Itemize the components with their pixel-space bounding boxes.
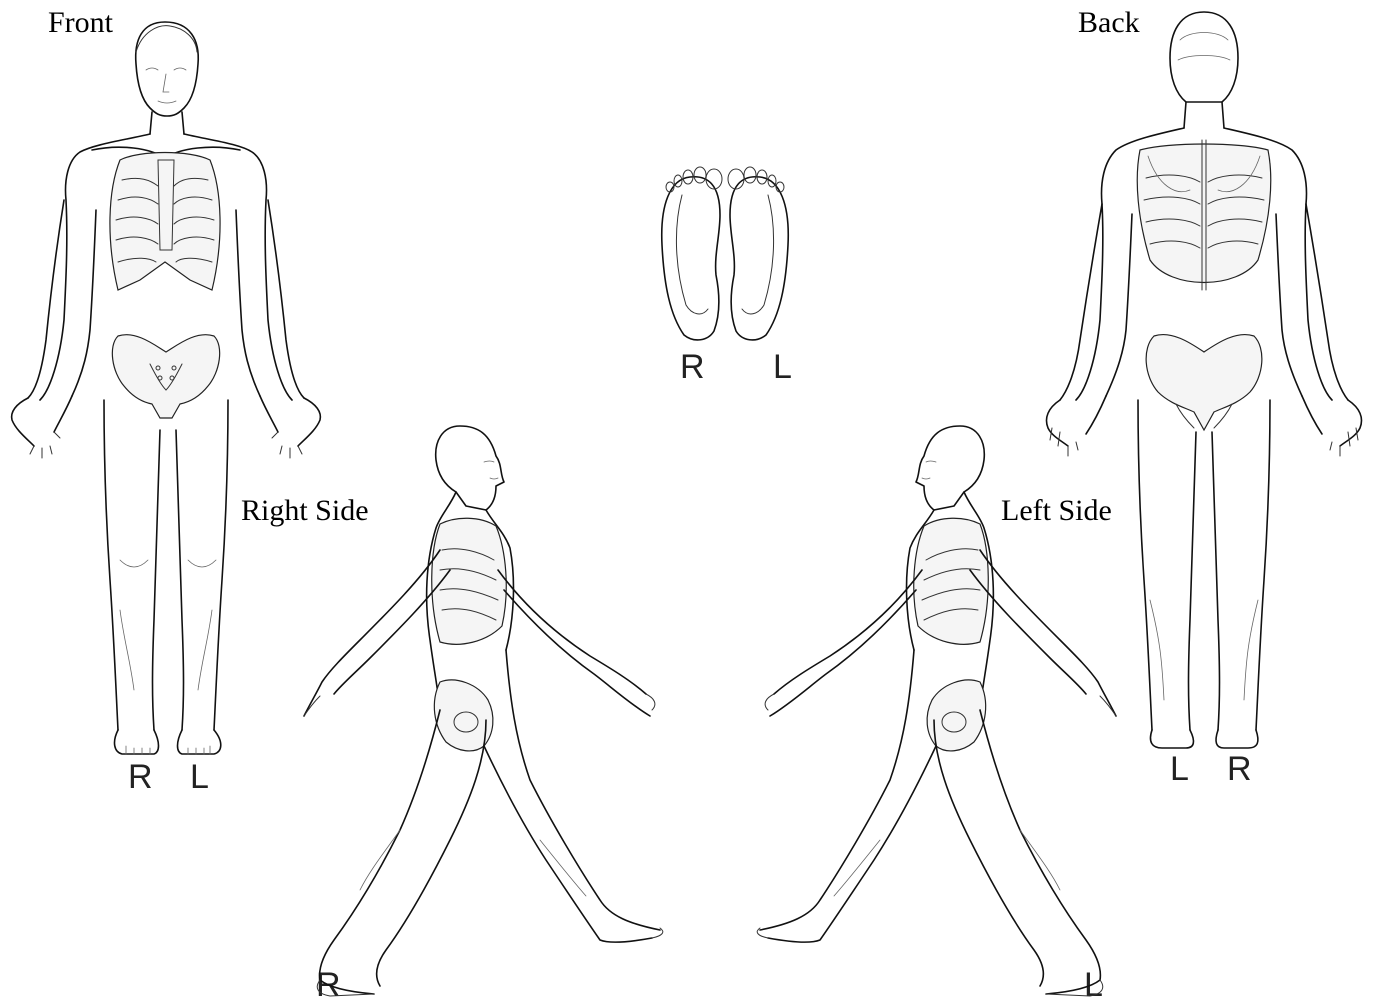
sole-right-label: R bbox=[680, 350, 705, 384]
right-sole bbox=[662, 167, 722, 340]
front-body-figure bbox=[0, 0, 340, 770]
left-sole bbox=[728, 167, 788, 340]
soles-figure bbox=[650, 165, 800, 345]
left-side-body-figure bbox=[740, 420, 1130, 1000]
sole-left-label: L bbox=[773, 350, 792, 384]
right-side-body-figure bbox=[290, 420, 680, 1000]
